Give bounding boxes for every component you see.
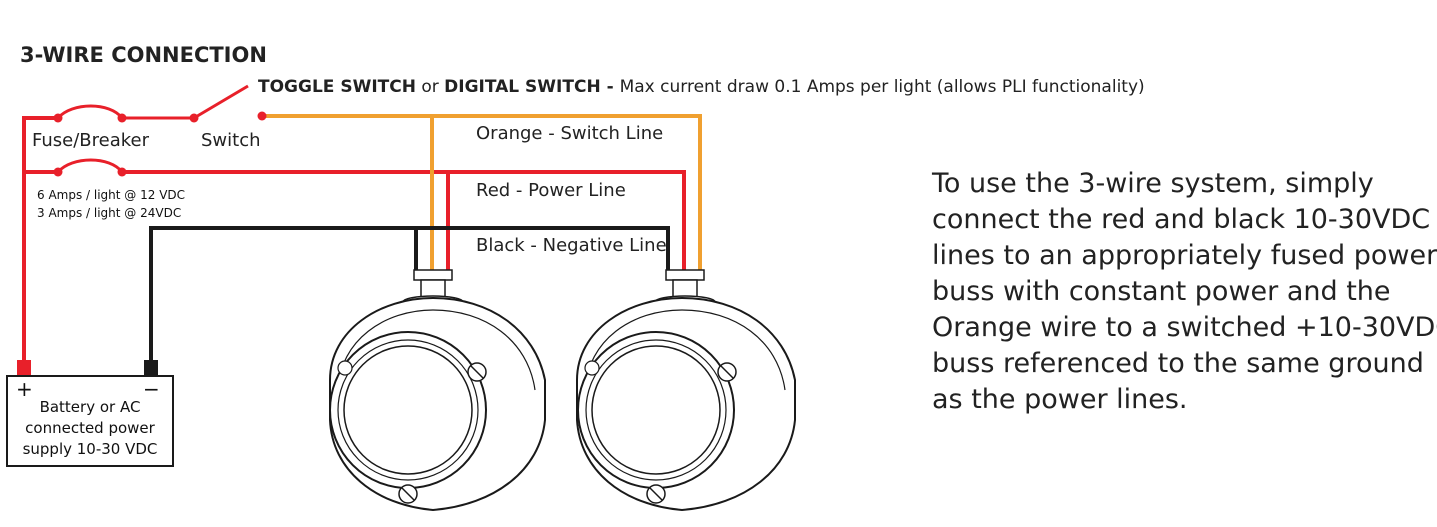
switch-note-toggle: TOGGLE SWITCH [258,77,416,97]
switch-note-dash: - [601,77,620,97]
fuse-icon [53,158,127,177]
red-feed-wire [22,116,58,362]
switch-note-digital: DIGITAL SWITCH [444,77,601,97]
battery-label-line1: Battery or AC [40,398,141,416]
red-line-label: Red - Power Line [476,180,626,201]
switch-note: TOGGLE SWITCH or DIGITAL SWITCH - Max cu… [258,77,1145,97]
description-line: buss with constant power and the [932,276,1391,307]
amps-24v-label: 3 Amps / light @ 24VDC [37,206,181,220]
battery-minus-sign: − [143,377,160,401]
battery-label-line3: supply 10-30 VDC [23,440,158,458]
red-power-line [122,170,686,270]
fuse-label: Fuse/Breaker [32,130,150,151]
switch-label: Switch [201,130,261,151]
fuse-icon [53,104,127,123]
battery-label-line2: connected power [25,419,156,437]
light-fixture-icon [329,269,546,512]
description-line: To use the 3-wire system, simply [931,168,1374,199]
description-line: connect the red and black 10-30VDC [932,204,1430,235]
black-line-label: Black - Negative Line [476,235,667,256]
orange-switch-line [262,114,702,270]
description-line: buss referenced to the same ground [932,348,1424,379]
switch-note-detail: Max current draw 0.1 Amps per light (all… [620,77,1145,97]
battery-icon [6,360,174,467]
description-line: Orange wire to a switched +10-30VDC [932,312,1437,343]
description-block: To use the 3-wire system, simply connect… [931,168,1437,415]
switch-note-or: or [416,77,444,97]
description-line: lines to an appropriately fused power [932,240,1437,271]
light-fixture-icon [576,269,796,512]
amps-12v-label: 6 Amps / light @ 12 VDC [37,188,185,202]
toggle-switch-icon [189,84,267,123]
wires [22,114,702,362]
orange-line-label: Orange - Switch Line [476,123,663,144]
diagram-title: 3-WIRE CONNECTION [20,43,267,67]
description-line: as the power lines. [932,384,1188,415]
black-negative-line [149,226,670,362]
battery-plus-sign: + [16,377,33,401]
